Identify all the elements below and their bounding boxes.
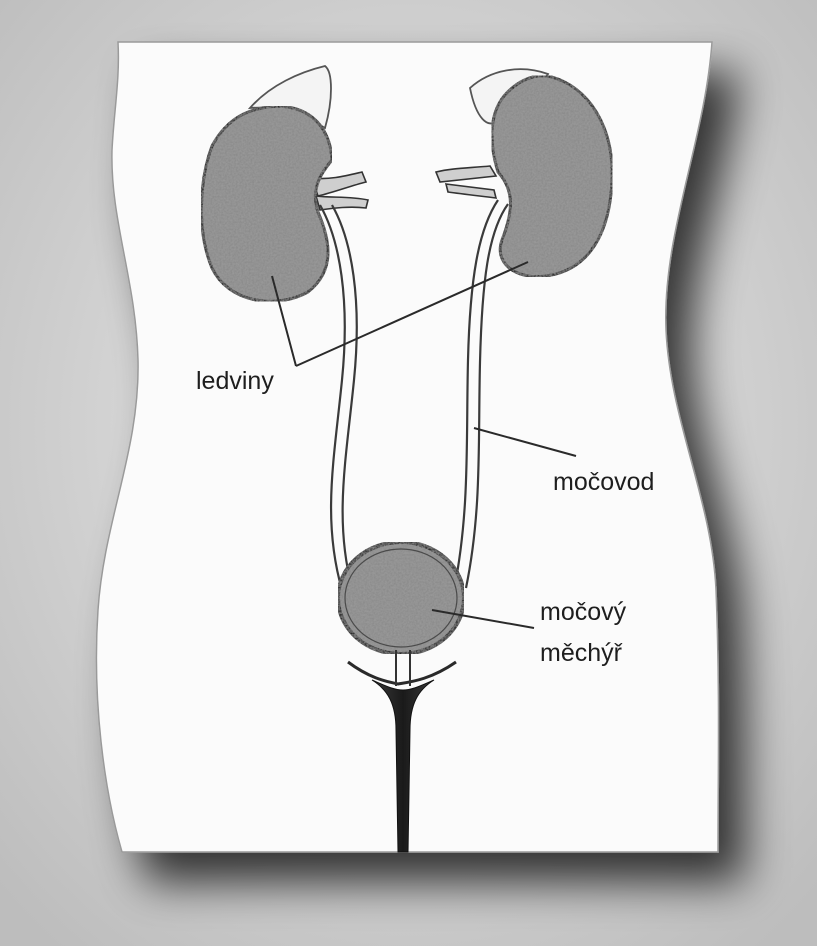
- urethra: [371, 679, 435, 853]
- left-ureter: [319, 204, 358, 591]
- leader-line-kidneys-right: [295, 261, 529, 367]
- label-kidneys: ledviny: [196, 367, 274, 395]
- leader-line-bladder: [431, 609, 535, 629]
- bladder-inner-outline: [344, 548, 458, 648]
- leader-line-ureter: [473, 427, 577, 457]
- right-renal-vessels: [434, 165, 498, 199]
- leader-line-kidneys-left: [271, 275, 297, 367]
- left-kidney: [200, 104, 334, 303]
- bladder-neck: [395, 650, 411, 686]
- label-bladder-line2: měchýř: [540, 639, 623, 667]
- label-bladder-line1: močový: [540, 598, 627, 626]
- right-ureter: [452, 199, 509, 591]
- leader-lines: [271, 261, 577, 629]
- label-ureter: močovod: [553, 468, 654, 496]
- urinary-bladder: [336, 540, 466, 656]
- right-kidney: [490, 74, 614, 279]
- left-renal-vessels: [310, 171, 369, 211]
- pelvic-floor-arc: [347, 660, 457, 686]
